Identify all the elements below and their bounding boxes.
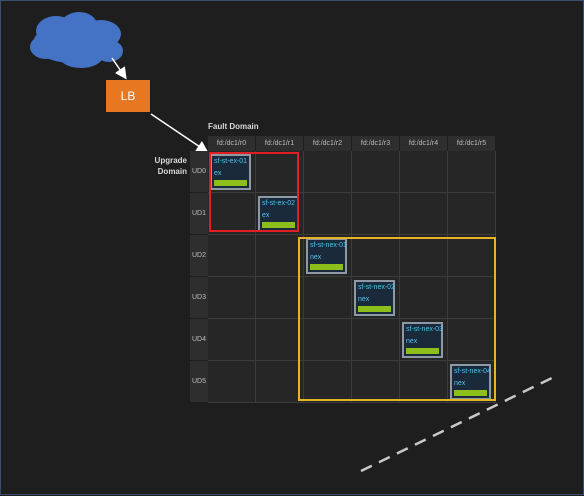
grid-cell (208, 319, 256, 361)
node-name: sf-st-nex-01 (310, 242, 347, 249)
upgrade-domain-title: Upgrade Domain (154, 156, 187, 176)
fault-domain-header: fd:/dc1/r4 (400, 136, 448, 151)
fault-domain-header: fd:/dc1/r3 (352, 136, 400, 151)
grid-cell (208, 361, 256, 403)
node-type: ex (214, 170, 222, 177)
upgrade-domain-header: UD0 (190, 151, 208, 193)
grid-cell (400, 193, 448, 235)
grid-cell (304, 361, 352, 403)
grid-cell (304, 319, 352, 361)
node-status-bar (214, 180, 247, 186)
fault-domain-title: Fault Domain (208, 122, 259, 131)
fault-domain-header: fd:/dc1/r5 (448, 136, 496, 151)
node-card[interactable]: sf-st-ex-01 ex (210, 154, 251, 190)
node-type: ex (262, 212, 270, 219)
grid-cell (400, 277, 448, 319)
node-status-bar (262, 222, 295, 228)
grid-cell (352, 319, 400, 361)
node-status-bar (406, 348, 439, 354)
node-type: nex (454, 380, 466, 387)
grid-cell (208, 277, 256, 319)
upgrade-domain-header: UD1 (190, 193, 208, 235)
grid-cell (400, 151, 448, 193)
grid-cell (448, 193, 496, 235)
grid-cell (304, 151, 352, 193)
grid-cell (256, 277, 304, 319)
upgrade-domain-header: UD3 (190, 277, 208, 319)
cloud-icon (30, 12, 123, 68)
grid-cell (256, 319, 304, 361)
grid-cell (400, 235, 448, 277)
grid-cell (448, 151, 496, 193)
node-name: sf-st-nex-02 (358, 284, 395, 291)
node-name: sf-st-ex-01 (214, 158, 248, 165)
node-card[interactable]: sf-st-nex-04 nex (450, 364, 491, 400)
grid-cell (352, 151, 400, 193)
grid-cell (256, 235, 304, 277)
fault-domain-header: fd:/dc1/r1 (256, 136, 304, 151)
upgrade-domain-header: UD5 (190, 361, 208, 403)
grid-cell (304, 277, 352, 319)
load-balancer-label: LB (120, 89, 136, 103)
grid-cell (256, 361, 304, 403)
ex-group-highlight (209, 152, 299, 232)
upgrade-domain-header: UD4 (190, 319, 208, 361)
grid-cell (352, 193, 400, 235)
grid-cell (352, 235, 400, 277)
load-balancer: LB (106, 80, 150, 112)
node-card[interactable]: sf-st-nex-03 nex (402, 322, 443, 358)
fault-domain-header: fd:/dc1/r0 (208, 136, 256, 151)
node-card[interactable]: sf-st-nex-02 nex (354, 280, 395, 316)
dashed-divider-lower (360, 375, 555, 473)
node-name: sf-st-ex-02 (262, 200, 296, 207)
node-status-bar (310, 264, 343, 270)
grid-cell (208, 235, 256, 277)
upgrade-domain-header: UD2 (190, 235, 208, 277)
node-status-bar (358, 306, 391, 312)
node-card[interactable]: sf-st-nex-01 nex (306, 238, 347, 274)
grid-cell (208, 193, 256, 235)
grid-cell (448, 277, 496, 319)
node-card[interactable]: sf-st-ex-02 ex (258, 196, 299, 232)
grid-cell (304, 193, 352, 235)
node-name: sf-st-nex-03 (406, 326, 443, 333)
node-status-bar (454, 390, 487, 396)
grid-cell (256, 151, 304, 193)
lb-to-grid-arrow (150, 113, 209, 153)
grid-cell (400, 361, 448, 403)
grid-cell (352, 361, 400, 403)
fault-domain-header: fd:/dc1/r2 (304, 136, 352, 151)
node-name: sf-st-nex-04 (454, 368, 491, 375)
nex-group-highlight (298, 237, 496, 401)
node-type: nex (358, 296, 370, 303)
node-type: nex (310, 254, 322, 261)
cloud-to-lb-arrow (111, 57, 127, 80)
node-type: nex (406, 338, 418, 345)
